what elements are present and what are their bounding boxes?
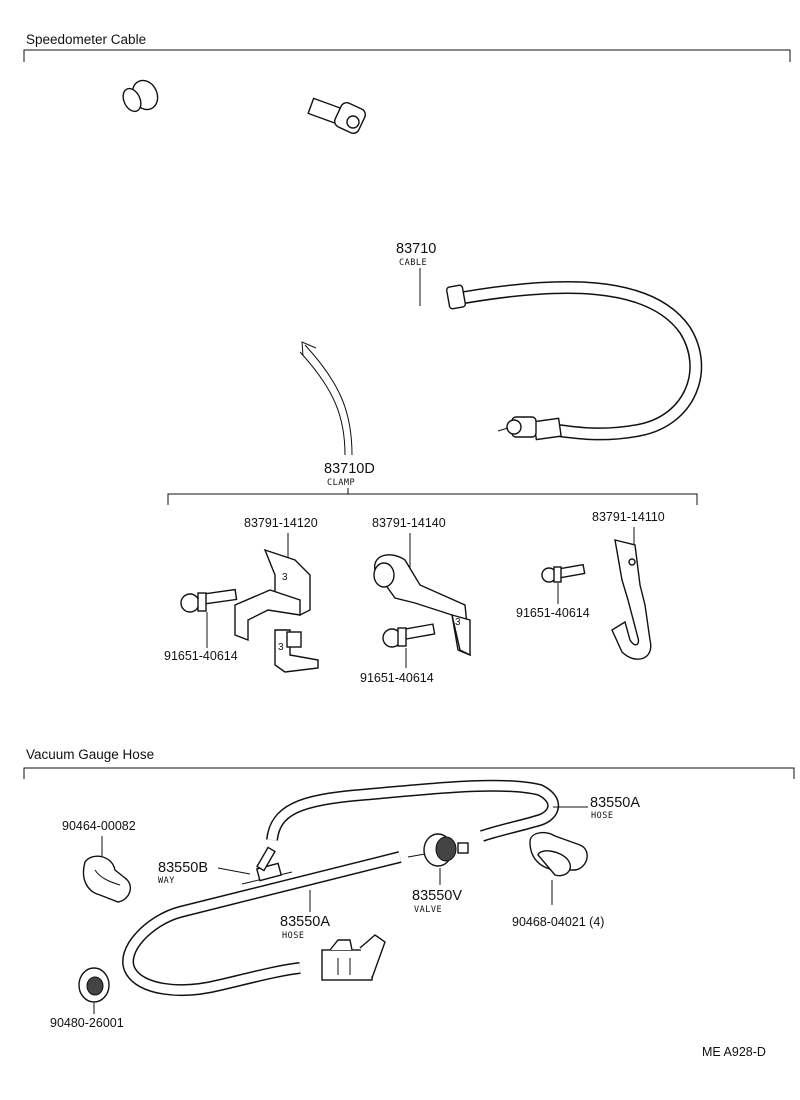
label-91651-40614-a: 91651-40614	[164, 649, 238, 663]
section-title-speedometer: Speedometer Cable	[26, 32, 146, 47]
hose-end-fitting	[321, 934, 386, 981]
bolt-91651-c	[541, 563, 586, 583]
label-91651-40614-b: 91651-40614	[360, 671, 434, 685]
lower-hose	[122, 851, 402, 996]
clip-90468-04021	[529, 831, 588, 877]
clamp-83791-14140: 3	[373, 554, 471, 657]
label-83791-14140: 83791-14140	[372, 516, 446, 530]
label-83550V-code: 83550V	[412, 888, 462, 904]
three-way-connector	[241, 846, 293, 885]
figure-reference-code: ME A928-D	[702, 1045, 766, 1059]
clamp-83791-14110	[611, 539, 652, 660]
svg-text:3: 3	[278, 642, 284, 653]
label-90464-00082: 90464-00082	[62, 819, 136, 833]
label-83710-name: CABLE	[399, 258, 427, 268]
label-83550A-top-code: 83550A	[590, 795, 640, 811]
section-bracket-speedometer	[23, 49, 791, 62]
clamp-pointer-arrowhead	[301, 341, 317, 357]
grommet-90480-26001	[78, 967, 110, 1003]
section-bracket-vacuum	[23, 767, 795, 779]
clamp-83791-14120: 3 3	[234, 548, 319, 673]
bolt-91651-b	[382, 623, 436, 648]
label-83550B-name: WAY	[158, 876, 175, 886]
upper-hose	[266, 779, 560, 842]
vacuum-valve	[407, 833, 469, 867]
svg-text:3: 3	[455, 617, 461, 628]
label-83550A-bot-name: HOSE	[282, 931, 304, 941]
label-83550A-top-name: HOSE	[591, 811, 613, 821]
label-83550V-name: VALVE	[414, 905, 442, 915]
clamp-pointer-arrow	[304, 344, 353, 456]
label-83550B-code: 83550B	[158, 860, 208, 876]
label-83791-14120: 83791-14120	[244, 516, 318, 530]
bolt-91651-a	[180, 588, 238, 613]
clip-90464-00082	[82, 855, 132, 903]
label-83710D-code: 83710D	[324, 461, 375, 477]
label-90480-26001: 90480-26001	[50, 1016, 124, 1030]
label-83550A-bot-code: 83550A	[280, 914, 330, 930]
clamp-group-bracket	[167, 493, 698, 505]
label-83710-code: 83710	[396, 241, 436, 257]
section-title-vacuum: Vacuum Gauge Hose	[26, 747, 154, 762]
label-83791-14110: 83791-14110	[592, 510, 665, 524]
label-83710D-name: CLAMP	[327, 478, 355, 488]
speedometer-cable	[94, 79, 703, 441]
label-90468-04021: 90468-04021 (4)	[512, 915, 604, 929]
svg-text:3: 3	[282, 572, 288, 583]
label-91651-40614-c: 91651-40614	[516, 606, 590, 620]
